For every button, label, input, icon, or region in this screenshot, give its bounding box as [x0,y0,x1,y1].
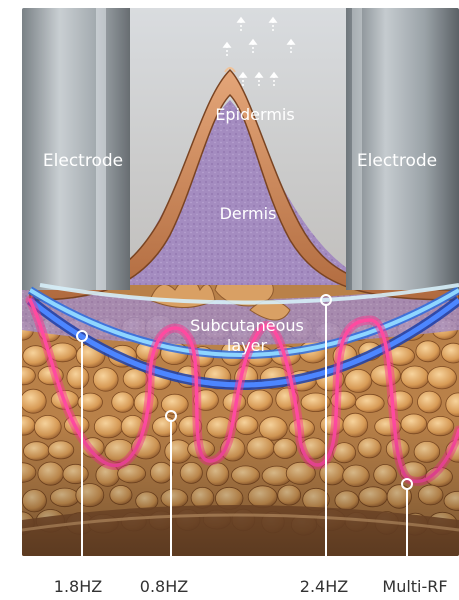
fat-cell [428,367,457,389]
epidermis-label: Epidermis [215,105,294,124]
electrode-left-label: Electrode [43,151,123,171]
fat-cell [355,394,384,412]
fat-cell [247,390,272,411]
fat-cell [12,367,35,385]
fat-cell [67,366,89,389]
fat-cell [20,389,46,413]
freq-label-1-8hz: 1.8HZ [54,577,102,596]
electrode-right-label: Electrode [357,151,437,171]
fat-cell [345,369,372,392]
freq-label-multi-rf: Multi-RF [382,577,447,596]
freq-label-2-4hz: 2.4HZ [300,577,348,596]
fat-cell [401,366,429,389]
fat-cell [418,391,442,413]
dermis-label: Dermis [220,204,277,223]
freq-label-0-8hz: 0.8HZ [140,577,188,596]
electrode-left-body [22,8,130,290]
electrode-right-body [346,8,459,290]
fat-cell [416,341,440,362]
subcutaneous-label-line1: Subcutaneous [190,316,304,335]
fat-cell [112,392,134,412]
subcutaneous-label-line2: layer [227,336,268,355]
fat-cell [93,368,118,392]
